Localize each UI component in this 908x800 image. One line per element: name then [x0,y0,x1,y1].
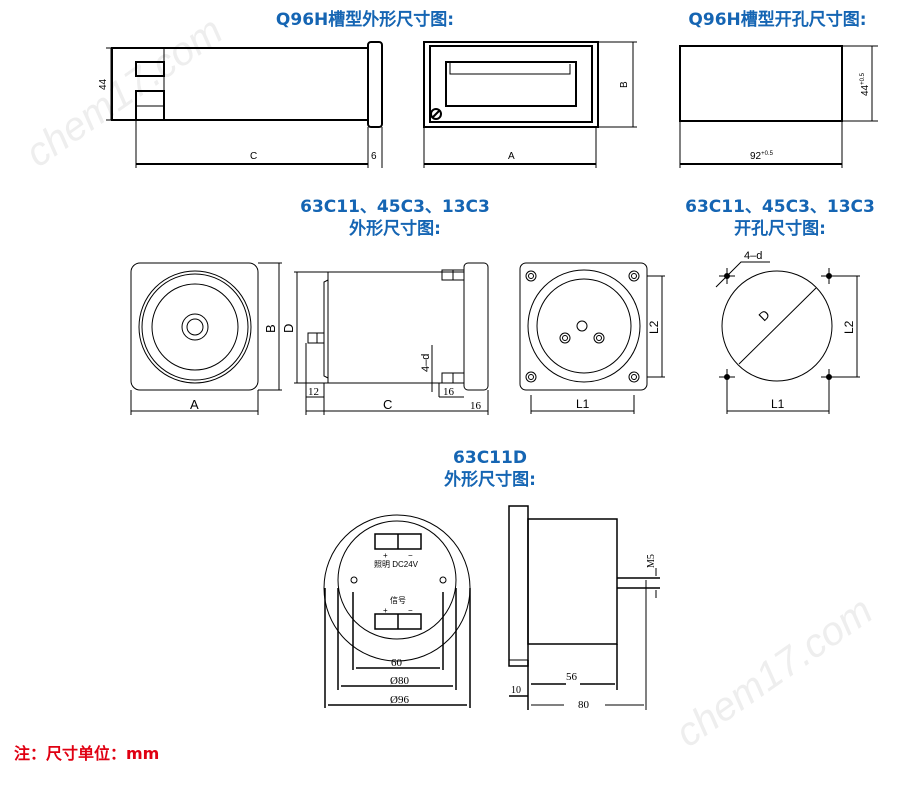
dim-96-dia: Ø96 [390,694,409,706]
q96h-outline-title: Q96H槽型外形尺寸图: [275,10,455,30]
signal-plus: + [383,606,388,615]
q96h-front-frame [423,41,599,128]
lighting-minus: − [408,551,413,560]
round-cutout-title-line2: 开孔尺寸图: [734,219,826,239]
meter-back-case [519,262,648,391]
meter-body [327,271,465,384]
dim-d: D [281,324,296,333]
signal-label: 信号 [390,595,406,605]
dim-12: 12 [308,386,319,398]
nut-icon [628,270,640,282]
meter-back-cover [323,279,329,379]
hole-mark [719,369,735,385]
dim-6: 6 [371,151,377,162]
c11d-outline-title: 63C11D 外形尺寸图: [390,447,590,491]
dim-4-d: 4–d [420,354,432,372]
signal-minus: − [408,606,413,615]
meter-ring [141,273,249,381]
c11d-back-view: + − 照明 DC24V 信号 + − 60 Ø80 Ø96 [323,514,471,708]
dim-56: 56 [566,671,578,683]
dim-l2: L2 [842,320,856,334]
dim-92-tol: 92+0.5 [750,151,774,162]
q96h-body [111,47,369,121]
leader-line [715,261,770,288]
dim-80-dia: Ø80 [390,675,409,687]
round-meter-front: B A [130,262,282,415]
nut-icon [559,332,571,344]
meter-back-ring [527,269,641,383]
q96h-terminal [135,61,165,77]
dim-l1: L1 [576,397,590,411]
meter-back-ring [536,278,632,374]
meter-hub-inner [186,318,204,336]
q96h-cutout-view: 44+0.5 92+0.5 [679,45,878,168]
dim-80: 80 [578,699,590,711]
dim-d: D [756,307,773,324]
c11d-title-line1: 63C11D [453,448,527,468]
dim-b: B [263,324,278,333]
nut-icon [593,332,605,344]
nut-icon [628,371,640,383]
lighting-plus: + [383,551,388,560]
q96h-bezel [367,41,383,128]
dim-l2: L2 [647,320,661,334]
dim-44: 44 [98,78,109,90]
screw-icon [430,108,442,120]
dim-a: A [190,397,199,412]
round-meter-back: L2 L1 [519,262,665,414]
stud-nut [307,332,325,344]
round-meter-side: D 4–d 12 C 16 16 [281,262,489,415]
round-outline-title: 63C11、45C3、13C3 外形尺寸图: [280,196,510,240]
mount-hole [439,576,447,584]
dim-44-tolerance: +0.5 [860,72,866,85]
dim-16-stud: 16 [443,386,455,398]
nut-icon [525,270,537,282]
diameter-line [738,287,817,365]
lighting-label: 照明 DC24V [374,560,419,569]
q96h-cutout-title: Q96H槽型开孔尺寸图: [688,10,867,30]
unit-note: 注：尺寸单位：mm [14,744,160,763]
dim-c: C [250,151,257,162]
q96h-side-view: 44 C 6 [98,41,383,168]
round-cutout-title: 63C11、45C3、13C3 开孔尺寸图: [665,196,895,240]
mount-hole [350,576,358,584]
c11d-inner-circle [337,520,457,640]
round-cutout-title-line1: 63C11、45C3、13C3 [685,197,875,217]
meter-case [130,262,259,391]
q96h-front-view: B A [423,41,637,168]
dim-60: 60 [391,657,403,669]
dim-m5: M5 [646,554,657,568]
c11d-body [527,518,618,645]
round-outline-title-line1: 63C11、45C3、13C3 [300,197,490,217]
q96h-display-window [445,61,577,107]
dim-b: B [619,81,630,88]
c11d-side-view: M5 10 56 80 [508,505,660,711]
meter-hub [181,313,209,341]
dim-16-bezel: 16 [470,400,482,412]
dim-92-base: 92 [750,151,762,162]
dim-4-d: 4–d [744,250,762,262]
meter-dial [151,283,239,371]
dim-a: A [508,151,515,162]
round-outline-title-line2: 外形尺寸图: [349,219,441,239]
dim-10: 10 [511,685,521,696]
nut-icon [525,371,537,383]
q96h-cutout [679,45,843,122]
dim-44-base: 44 [860,84,871,96]
dim-l1: L1 [771,397,785,411]
meter-bezel [463,262,489,391]
center-hole [576,320,588,332]
screw-slot [431,109,441,119]
q96h-front-inner [429,45,593,123]
cutout-circle [721,270,833,382]
dim-92-tolerance: +0.5 [761,151,774,157]
c11d-bezel [508,505,529,667]
meter-ring [138,270,252,384]
dim-44-tol: 44+0.5 [860,72,871,96]
dim-c: C [383,397,392,412]
q96h-display-bar [449,62,571,75]
c11d-title-line2: 外形尺寸图: [444,470,536,490]
round-cutout-view: D 4–d L2 L1 [715,250,860,414]
